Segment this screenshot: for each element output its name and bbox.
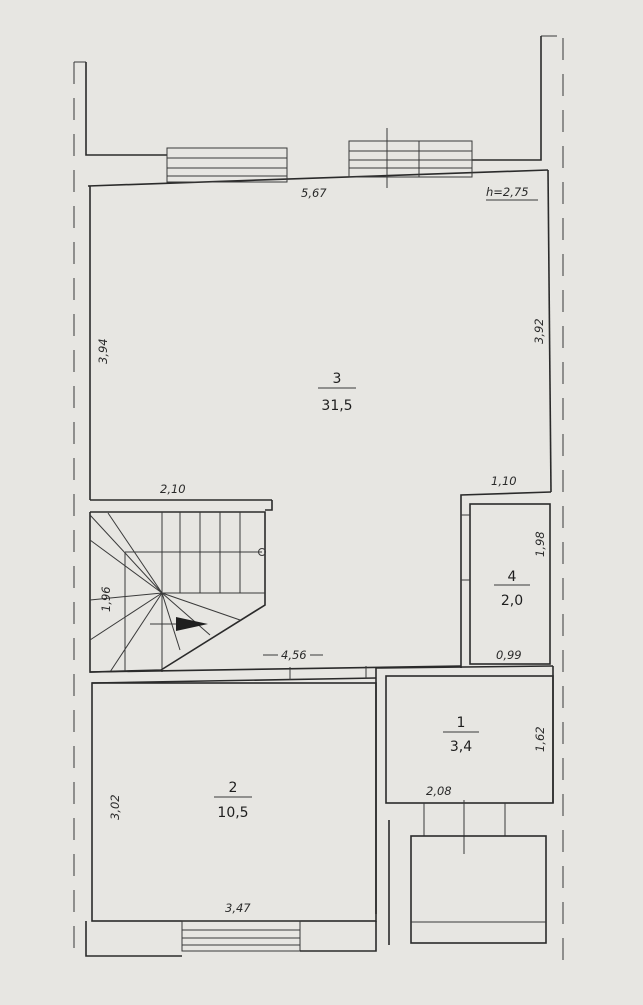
dim-mid-width: 4,56 bbox=[281, 648, 307, 662]
room-4-number: 4 bbox=[508, 569, 517, 585]
room-2-walls bbox=[85, 682, 377, 957]
dim-r2-bottom: 3,47 bbox=[225, 901, 251, 915]
room-3-area: 31,5 bbox=[321, 398, 352, 414]
dim-r2-height: 3,02 bbox=[108, 794, 122, 820]
room-3-label: 3 31,5 bbox=[318, 371, 356, 414]
room-2-label: 2 10,5 bbox=[214, 780, 252, 821]
room-1-walls bbox=[375, 666, 554, 914]
dim-r4-top: 1,10 bbox=[491, 474, 517, 488]
dim-r1-bottom: 2,08 bbox=[426, 784, 452, 798]
room-3-walls bbox=[89, 169, 552, 511]
dim-left-height-r3: 3,94 bbox=[96, 338, 110, 364]
ceiling-height-text: h=2,75 bbox=[486, 185, 529, 199]
room-1-area: 3,4 bbox=[450, 739, 472, 755]
room-3-number: 3 bbox=[333, 371, 342, 387]
room-1-number: 1 bbox=[457, 715, 466, 731]
dim-right-height-r3: 3,92 bbox=[532, 318, 546, 344]
top-wall bbox=[85, 36, 549, 188]
ceiling-height-label: h=2,75 bbox=[486, 185, 538, 201]
room-4-walls bbox=[460, 491, 552, 668]
outer-boundary bbox=[73, 35, 564, 960]
room-2-area: 10,5 bbox=[217, 805, 248, 821]
room-4-area: 2,0 bbox=[501, 593, 523, 609]
bottom-window bbox=[181, 920, 301, 952]
room-4-label: 4 2,0 bbox=[494, 569, 530, 609]
dim-r4-bottom: 0,99 bbox=[496, 648, 522, 662]
top-window-left bbox=[166, 147, 288, 183]
middle-wall bbox=[89, 665, 554, 684]
room-1-label: 1 3,4 bbox=[443, 715, 479, 755]
entry-porch bbox=[388, 820, 547, 945]
staircase bbox=[89, 511, 266, 673]
dim-stair-height: 1,96 bbox=[99, 586, 113, 612]
dim-r4-height: 1,98 bbox=[533, 531, 547, 557]
stair-arrow-icon bbox=[176, 617, 208, 631]
dim-mid-width-group: 4,56 bbox=[263, 648, 323, 662]
top-window-right bbox=[348, 140, 473, 178]
dim-r1-height: 1,62 bbox=[533, 726, 547, 752]
room-2-number: 2 bbox=[229, 780, 238, 796]
dim-stair-width: 2,10 bbox=[160, 482, 186, 496]
dim-top-width: 5,67 bbox=[301, 186, 327, 200]
